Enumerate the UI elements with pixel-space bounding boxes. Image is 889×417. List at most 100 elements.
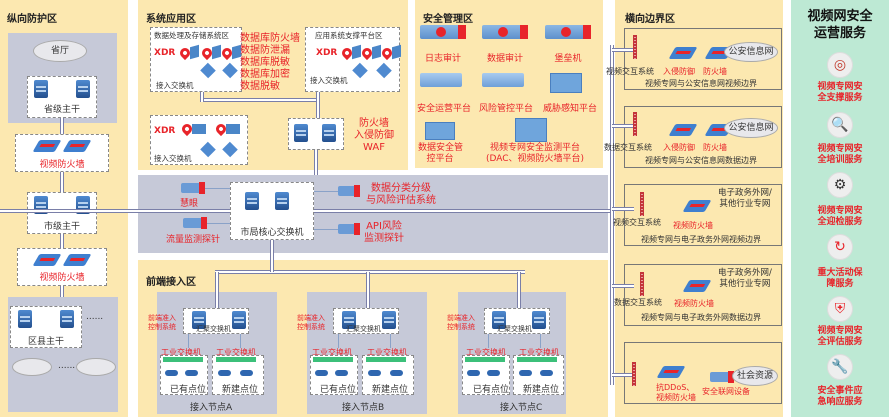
camera-icon xyxy=(368,370,381,376)
camera-icon xyxy=(335,370,348,376)
link-line xyxy=(215,270,525,274)
link-line xyxy=(207,223,230,224)
existing-points-label: 已有点位 xyxy=(170,385,207,395)
link-line xyxy=(366,272,370,312)
mgmt-item-monitoring: 视频专网安全监测平台(DAC、视频防火墙平台) xyxy=(485,143,585,164)
interaction-system-icon xyxy=(633,112,637,136)
traffic-probe-icon xyxy=(183,217,207,229)
link-line xyxy=(60,172,64,192)
api-probe-label: API风险监测探针 xyxy=(364,221,404,244)
perimeter-item: 入侵防御 xyxy=(354,130,394,141)
access-switch-label: 接入交换机 xyxy=(156,81,194,90)
firewall-label: 防火墙 xyxy=(703,67,727,76)
access-switch-label: 接入交换机 xyxy=(310,76,348,85)
industrial-switch-label: 工业交换机 xyxy=(367,348,407,357)
link-line xyxy=(612,207,634,211)
firewall-label: 视频防火墙 xyxy=(673,221,713,230)
service-training[interactable]: 视频专网安全培训服务 xyxy=(817,144,863,165)
service-incident-response[interactable]: 安全事件应急响应服务 xyxy=(817,386,863,407)
zone-title-security-mgmt: 安全管理区 xyxy=(423,14,473,25)
interaction-system-icon xyxy=(632,362,636,386)
mgmt-item-log-audit: 日志审计 xyxy=(424,54,461,64)
camera-icon xyxy=(540,370,553,376)
boundary-caption: 视频专网与公安信息网数据边界 xyxy=(645,156,757,165)
industrial-switch-label: 工业交换机 xyxy=(312,348,352,357)
new-points-label: 新建点位 xyxy=(372,385,409,395)
ddos-label: 抗DDoS、视频防火墙 xyxy=(656,383,696,402)
camera-icon xyxy=(315,370,328,376)
secure-network-device-icon xyxy=(710,371,734,383)
xdr-label: XDR xyxy=(316,48,338,58)
boundary-box-2 xyxy=(624,106,782,168)
server-icon xyxy=(532,311,546,329)
link-line xyxy=(338,334,339,348)
camera-icon xyxy=(467,370,480,376)
link-line xyxy=(612,124,634,128)
service-assessment[interactable]: 视频专网安全评估服务 xyxy=(817,326,863,347)
link-line xyxy=(200,98,320,102)
db-security-list: 数据库防火墙 数据防泄漏 数据库脱敏 数据库加密 数据脱敏 xyxy=(240,33,300,93)
db-security-item: 数据库防火墙 xyxy=(240,33,300,44)
target-icon: ◎ xyxy=(827,52,853,78)
county-cloud xyxy=(76,358,116,376)
service-support[interactable]: 视频专网安全支撑服务 xyxy=(817,82,863,103)
boundary-caption: 视频专网与公安信息网视频边界 xyxy=(645,79,757,88)
server-icon xyxy=(382,311,396,329)
camera-icon xyxy=(519,370,532,376)
gov-network-cloud: 电子政务外网/其他行业专网 xyxy=(718,188,772,209)
guard-icon: ↻ xyxy=(827,234,853,260)
firewall-label: 防火墙 xyxy=(703,143,727,152)
app-support-box xyxy=(305,27,400,92)
link-line xyxy=(60,234,64,248)
app-support-title: 应用系统支撑平台区 xyxy=(315,31,383,40)
server-icon xyxy=(492,311,506,329)
link-line xyxy=(188,334,189,348)
platform-device-icon xyxy=(420,73,462,87)
perimeter-switch-box xyxy=(288,118,344,150)
storage-icon xyxy=(190,44,199,60)
county-cloud xyxy=(12,358,52,376)
link-line xyxy=(200,92,204,102)
pc-icon xyxy=(192,124,206,134)
zone-title-horizontal: 横向边界区 xyxy=(625,14,675,25)
storage-icon xyxy=(352,44,361,60)
link-line xyxy=(612,373,634,377)
server-icon xyxy=(294,124,308,142)
inspection-icon: ⚙ xyxy=(827,172,853,198)
threat-sense-icon xyxy=(550,73,582,93)
industrial-switch-label: 工业交换机 xyxy=(161,348,201,357)
industrial-switch-icon xyxy=(366,357,406,362)
boundary-caption: 视频专网与电子政务外网视频边界 xyxy=(641,235,761,244)
wrench-icon: 🔧 xyxy=(827,354,853,380)
public-security-cloud: 公安信息网 xyxy=(724,42,778,62)
agg-switch-label: 汇聚交换机 xyxy=(346,325,381,333)
zone-title-system-app: 系统应用区 xyxy=(146,14,196,25)
storage-icon xyxy=(372,44,381,60)
server-icon xyxy=(322,124,336,142)
system-label: 数据交互系统 xyxy=(614,298,662,307)
traffic-probe-label: 流量监测探针 xyxy=(166,235,221,245)
data-security-icon xyxy=(425,122,455,140)
firewall-label: 视频防火墙 xyxy=(674,299,714,308)
link-line xyxy=(390,334,391,348)
mgmt-item-bastion: 堡垒机 xyxy=(554,54,582,64)
db-security-item: 数据防泄漏 xyxy=(240,45,290,56)
db-security-item: 数据库脱敏 xyxy=(240,57,290,68)
data-classification-icon xyxy=(338,185,360,197)
industrial-switch-icon xyxy=(313,357,353,362)
existing-points-label: 已有点位 xyxy=(473,385,510,395)
access-box-3 xyxy=(150,115,248,165)
service-inspection[interactable]: 视频专网安全迎检服务 xyxy=(817,206,863,227)
industrial-switch-icon xyxy=(216,357,256,362)
core-switch-label: 市局核心交换机 xyxy=(240,228,304,238)
nac-label: 前端准入控制系统 xyxy=(447,314,475,331)
ellipsis: ...... xyxy=(58,361,76,371)
city-backbone-label: 市级主干 xyxy=(43,222,80,232)
link-line xyxy=(316,92,320,102)
system-label: 视频交互系统 xyxy=(613,218,661,227)
agg-switch-label: 汇聚交换机 xyxy=(497,325,532,333)
data-classification-label: 数据分类分级与风险评估系统 xyxy=(366,183,436,206)
service-major-event[interactable]: 重大活动保障服务 xyxy=(817,268,863,289)
mgmt-item-threat: 威胁感知平台 xyxy=(542,104,597,114)
industrial-switch-icon xyxy=(517,357,557,362)
